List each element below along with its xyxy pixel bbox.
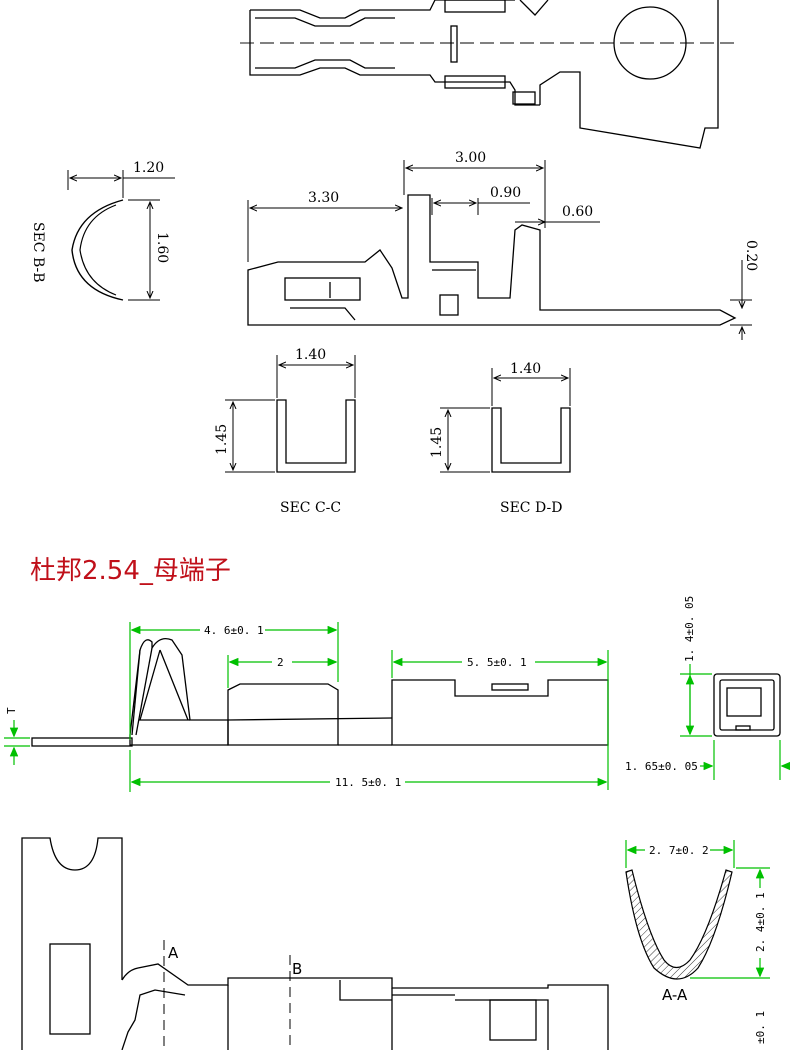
dim-aa-height: 2. 4±0. 1	[754, 892, 767, 952]
label-sec-cc: SEC C-C	[280, 500, 341, 516]
sec-aa-dims	[625, 840, 770, 979]
dim-dd-height: 1.45	[429, 427, 445, 458]
marker-b: B	[292, 960, 302, 978]
dim-bottom-edge: ±0. 1	[754, 1011, 767, 1044]
bottom-end-dims	[680, 664, 790, 780]
dim-top-right: 5. 5±0. 1	[467, 656, 527, 669]
top-side-dims	[247, 160, 752, 340]
dim-cc-height: 1.45	[214, 424, 230, 455]
dim-mid-top: 0.90	[490, 185, 521, 201]
dim-overall-bottom: 11. 5±0. 1	[335, 776, 401, 789]
dim-right-top: 0.60	[562, 204, 593, 220]
bottom-plan-view	[21, 837, 609, 1050]
dim-thickness-top: 0.20	[743, 240, 759, 271]
bottom-side-dims	[4, 622, 609, 792]
section-markers	[163, 940, 291, 1050]
sec-bb-view	[67, 170, 175, 301]
bottom-side-profile	[31, 637, 609, 747]
sec-dd-view	[440, 368, 571, 473]
dim-overall-top: 3.00	[455, 150, 486, 166]
dim-cc-width: 1.40	[295, 347, 326, 363]
label-sec-dd: SEC D-D	[500, 500, 562, 516]
dim-sec-bb-width: 1.20	[133, 160, 164, 176]
top-plan-view	[240, 0, 740, 149]
marker-a: A	[168, 944, 179, 962]
dim-left-top: 3.30	[308, 190, 339, 206]
dim-top-mid: 2	[277, 656, 284, 669]
label-sec-aa: A-A	[662, 986, 688, 1004]
top-side-profile	[247, 194, 737, 326]
sec-cc-view	[225, 355, 356, 473]
dim-side-width: 1. 65±0. 05	[625, 760, 698, 773]
dim-side-height: 1. 4±0. 05	[683, 596, 696, 662]
dim-dd-width: 1.40	[510, 361, 541, 377]
label-sec-bb: SEC B-B	[30, 222, 46, 283]
bottom-end-view	[713, 673, 781, 737]
sec-aa-view	[625, 869, 733, 980]
page-title: 杜邦2.54_母端子	[30, 556, 231, 586]
dim-aa-width: 2. 7±0. 2	[649, 844, 709, 857]
dim-thickness-t: T	[5, 707, 18, 714]
dim-sec-bb-height: 1.60	[154, 232, 170, 263]
dim-top-left: 4. 6±0. 1	[204, 624, 264, 637]
